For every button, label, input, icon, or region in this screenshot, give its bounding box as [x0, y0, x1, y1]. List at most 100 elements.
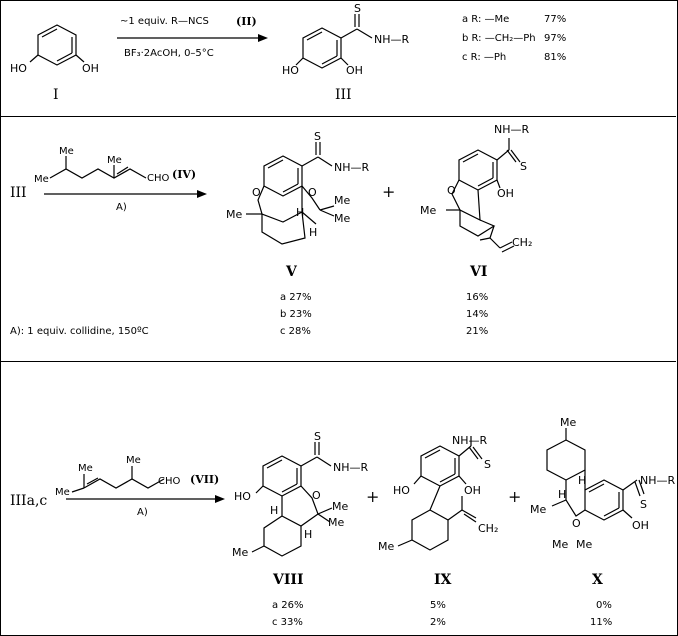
reaction-arrow-3 — [66, 495, 225, 503]
group-ch2: CH₂ — [512, 236, 532, 249]
plus-sign: + — [366, 487, 379, 506]
atom-me: Me — [552, 538, 568, 551]
reaction-conditions-ref: A) — [116, 202, 127, 213]
structure-product-vi — [446, 138, 521, 253]
atom-oh: OH — [497, 187, 514, 200]
group-nhr: NH—R — [333, 461, 369, 474]
atom-ho: HO — [234, 490, 251, 503]
atom-me: Me — [378, 540, 394, 553]
atom-h: H — [309, 226, 317, 239]
atom-oh: OH — [632, 519, 649, 532]
atom-me: Me — [232, 546, 248, 559]
yield-v-b: b 23% — [280, 309, 312, 320]
yield-vi-c: 21% — [466, 326, 488, 337]
atom-me: Me — [334, 212, 350, 225]
atom-me: Me — [126, 455, 141, 466]
yield-ix-a: 5% — [430, 600, 446, 611]
plus-sign: + — [382, 182, 395, 201]
atom-h: H — [558, 488, 566, 501]
yield-label-c: c R: —Ph — [462, 52, 506, 63]
structure-product-ix — [397, 436, 483, 551]
group-cho: CHO — [147, 173, 170, 184]
label-compound-v: V — [285, 264, 298, 280]
yield-vi-b: 14% — [466, 309, 488, 320]
footnote-conditions-a: A): 1 equiv. collidine, 150ºC — [10, 326, 149, 337]
yield-label-a: a R: —Me — [462, 14, 509, 25]
atom-s: S — [640, 498, 647, 511]
group-nhr: NH—R — [334, 161, 370, 174]
label-compound-x: X — [592, 572, 603, 588]
yield-v-c: c 28% — [280, 326, 311, 337]
structure-resorcinol — [29, 24, 85, 66]
plus-sign: + — [508, 487, 521, 506]
yield-x-c: 11% — [590, 617, 612, 628]
group-nhr: NH—R — [640, 474, 676, 487]
structure-product-viii — [251, 442, 333, 557]
atom-me: Me — [332, 500, 348, 513]
atom-s: S — [520, 160, 527, 173]
reaction-conditions-ref: A) — [137, 507, 148, 518]
atom-o: O — [252, 186, 261, 199]
atom-me: Me — [78, 463, 93, 474]
yield-value-a: 77% — [544, 14, 566, 25]
yield-vi-a: 16% — [466, 292, 488, 303]
atom-me: Me — [560, 416, 576, 429]
group-nhr: NH—R — [452, 434, 488, 447]
reagent-code-ii: (II) — [236, 15, 257, 28]
atom-s: S — [484, 458, 491, 471]
atom-ho: HO — [282, 64, 299, 77]
atom-s: S — [314, 430, 321, 443]
atom-o: O — [447, 184, 456, 197]
label-compound-iii: III — [335, 87, 352, 103]
structure-product-x — [546, 428, 645, 521]
group-nhr: NH—R — [374, 33, 410, 46]
structure-citral — [49, 156, 147, 179]
atom-me: Me — [34, 174, 49, 185]
group-cho: CHO — [158, 476, 181, 487]
atom-h: H — [304, 528, 312, 541]
reaction-arrow-1 — [117, 34, 268, 42]
atom-oh: OH — [82, 62, 99, 75]
yield-value-b: 97% — [544, 33, 566, 44]
atom-o: O — [312, 489, 321, 502]
group-ch2: CH₂ — [478, 522, 498, 535]
atom-o: O — [308, 186, 317, 199]
atom-h: H — [270, 504, 278, 517]
reaction-conditions-1: BF₃·2AcOH, 0–5°C — [124, 48, 214, 59]
reagent-code-vii: (VII) — [190, 473, 219, 486]
label-compound-viii: VIII — [272, 572, 304, 588]
label-compound-ix: IX — [434, 572, 452, 588]
structure-thioamide-iii — [295, 14, 373, 69]
yield-label-b: b R: —CH₂—Ph — [462, 33, 536, 44]
atom-me: Me — [55, 487, 70, 498]
atom-oh: OH — [464, 484, 481, 497]
label-compound-vi: VI — [469, 264, 487, 280]
label-compound-iiiac: IIIa,c — [10, 493, 47, 509]
reagent-code-iv: (IV) — [172, 168, 196, 181]
atom-oh: OH — [346, 64, 363, 77]
atom-me: Me — [59, 146, 74, 157]
atom-me: Me — [334, 194, 350, 207]
atom-me: Me — [576, 538, 592, 551]
atom-me: Me — [420, 204, 436, 217]
atom-s: S — [314, 130, 321, 143]
atom-h: H — [578, 474, 586, 487]
yield-value-c: 81% — [544, 52, 566, 63]
section-divider-2 — [0, 361, 676, 362]
yield-x-a: 0% — [596, 600, 612, 611]
yield-viii-c: c 33% — [272, 617, 303, 628]
atom-me: Me — [530, 503, 546, 516]
structure-product-v — [246, 142, 335, 245]
group-nhr: NH—R — [494, 123, 530, 136]
atom-me: Me — [226, 208, 242, 221]
yield-v-a: a 27% — [280, 292, 312, 303]
atom-s: S — [354, 2, 361, 15]
label-compound-iii: III — [10, 185, 27, 201]
atom-o: O — [572, 517, 581, 530]
section-divider-1 — [0, 116, 676, 117]
structure-citronellal — [71, 466, 165, 493]
yield-ix-c: 2% — [430, 617, 446, 628]
atom-h: H — [296, 206, 304, 219]
atom-me: Me — [107, 155, 122, 166]
